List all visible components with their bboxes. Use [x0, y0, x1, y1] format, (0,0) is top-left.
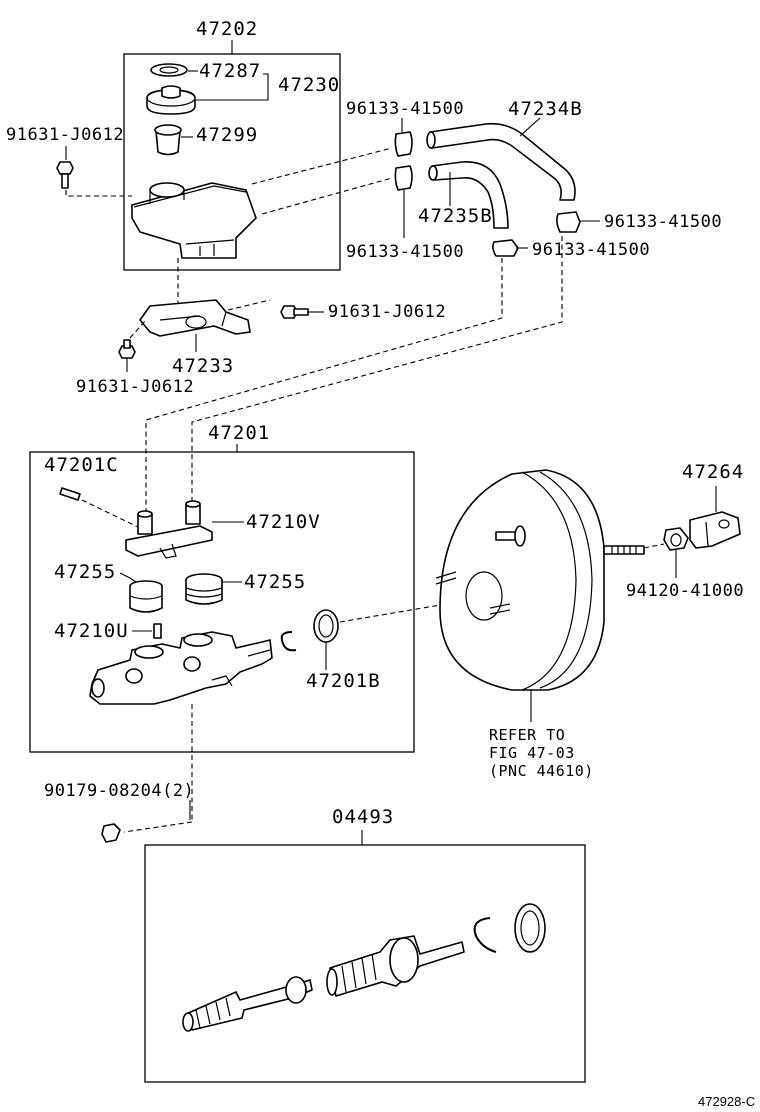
gasket-47287: [150, 63, 188, 77]
refer-note: REFER TO FIG 47-03 (PNC 44610): [489, 726, 594, 780]
o-ring-47201b: [313, 609, 339, 643]
label-47201b: 47201B: [306, 670, 381, 692]
label-96133-41500-c: 96133-41500: [604, 212, 723, 232]
label-96133-41500-a: 96133-41500: [346, 99, 465, 119]
hose-clamp-b: [394, 165, 413, 191]
label-47202: 47202: [196, 18, 259, 40]
label-47230: 47230: [278, 74, 341, 96]
union-47210v: [125, 500, 213, 559]
piston-assembly-rear: [326, 935, 465, 997]
label-91631-j0612-lower: 91631-J0612: [76, 377, 195, 397]
label-47210v: 47210V: [246, 511, 321, 533]
piston-assembly-front: [182, 976, 313, 1032]
label-47201: 47201: [208, 422, 271, 444]
bolt-91631-top: [56, 161, 74, 189]
repair-kit-box: [144, 844, 586, 1083]
label-47299: 47299: [196, 124, 259, 146]
label-47210u: 47210U: [54, 620, 129, 642]
bolt-91631-lower: [118, 339, 136, 359]
pin-47210u: [153, 623, 162, 639]
snap-ring: [280, 631, 297, 652]
master-cylinder-box: [29, 451, 415, 753]
bracket-47233: [139, 299, 251, 337]
kit-o-ring: [514, 903, 546, 953]
diagram-code: 472928-C: [698, 1094, 756, 1109]
label-47264: 47264: [682, 461, 745, 483]
master-cylinder-body: [89, 631, 273, 705]
hose-47234b: [426, 122, 576, 201]
grommet-47255-left: [129, 580, 163, 613]
hose-clamp-d: [492, 239, 519, 257]
label-04493: 04493: [332, 806, 395, 828]
hose-47235b: [428, 161, 509, 229]
label-47234b: 47234B: [508, 98, 583, 120]
label-94120-41000: 94120-41000: [626, 581, 745, 601]
label-47255-right: 47255: [244, 571, 307, 593]
label-47233: 47233: [172, 355, 235, 377]
label-47201c: 47201C: [44, 454, 119, 476]
strainer-47299: [154, 124, 182, 156]
label-47235b: 47235B: [418, 205, 493, 227]
hose-clamp-a: [394, 131, 413, 157]
bolt-90179: [101, 823, 121, 843]
label-47287: 47287: [199, 60, 262, 82]
label-96133-41500-b: 96133-41500: [346, 242, 465, 262]
label-91631-j0612-top: 91631-J0612: [6, 125, 125, 145]
nut-94120: [663, 527, 689, 551]
kit-snap-ring: [473, 917, 497, 953]
reservoir-cap: [146, 85, 196, 115]
label-91631-j0612-right: 91631-J0612: [328, 302, 447, 322]
label-47255-left: 47255: [54, 561, 117, 583]
pin-47201c: [59, 487, 81, 501]
brake-booster: [435, 469, 645, 691]
grommet-47255-right: [185, 573, 223, 605]
hose-clamp-c: [556, 211, 581, 233]
label-90179-08204: 90179-08204(2): [44, 781, 195, 801]
reservoir-tank: [131, 182, 257, 259]
clevis-47264: [689, 511, 741, 549]
label-96133-41500-d: 96133-41500: [532, 240, 651, 260]
bolt-91631-right: [280, 305, 309, 319]
